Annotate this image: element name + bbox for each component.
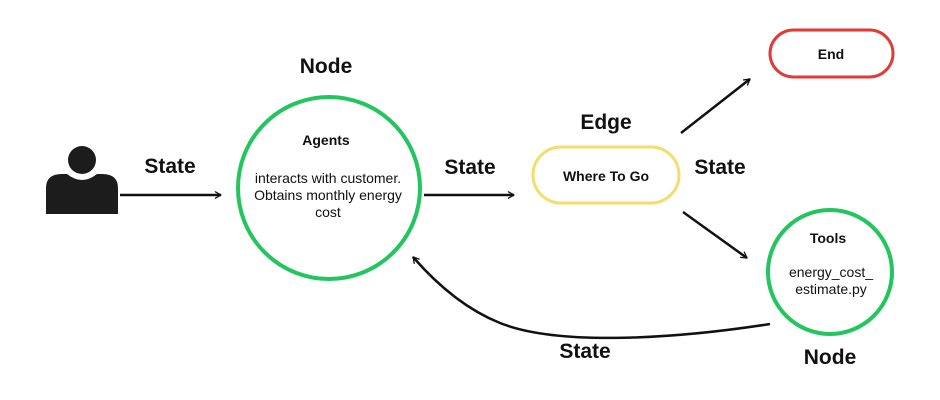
end-node xyxy=(768,28,895,79)
tools-node xyxy=(766,208,894,336)
where-to-go-node xyxy=(531,145,681,205)
agents-description-line: interacts with customer. xyxy=(254,170,402,186)
end-label: End xyxy=(817,46,845,62)
agents-description: interacts with customer. Obtains monthly… xyxy=(254,170,402,221)
tools-file-line: estimate.py xyxy=(795,281,867,297)
agents-node xyxy=(236,95,422,281)
node-label-top: Node xyxy=(299,55,353,78)
agents-title: Agents xyxy=(302,132,350,148)
node-label-bottom: Node xyxy=(803,346,857,369)
tools-file-line: energy_cost_ xyxy=(788,264,874,280)
arrow-edge-to-end xyxy=(680,78,751,134)
arrow-edge-to-tools xyxy=(682,210,748,260)
tools-title: Tools xyxy=(809,230,847,246)
agents-description-line: cost xyxy=(315,204,341,220)
state-label-user-to-agents: State xyxy=(144,155,196,178)
tools-file: energy_cost_ estimate.py xyxy=(789,264,873,298)
user-icon xyxy=(46,146,118,214)
state-label-return: State xyxy=(559,340,611,363)
state-label-edge-out: State xyxy=(694,156,746,179)
arrow-tools-to-agents xyxy=(412,256,771,340)
agents-description-line: Obtains monthly energy xyxy=(254,187,402,203)
where-to-go-label: Where To Go xyxy=(562,168,650,184)
state-label-agents-to-edge: State xyxy=(444,156,496,179)
edge-label: Edge xyxy=(580,111,632,134)
